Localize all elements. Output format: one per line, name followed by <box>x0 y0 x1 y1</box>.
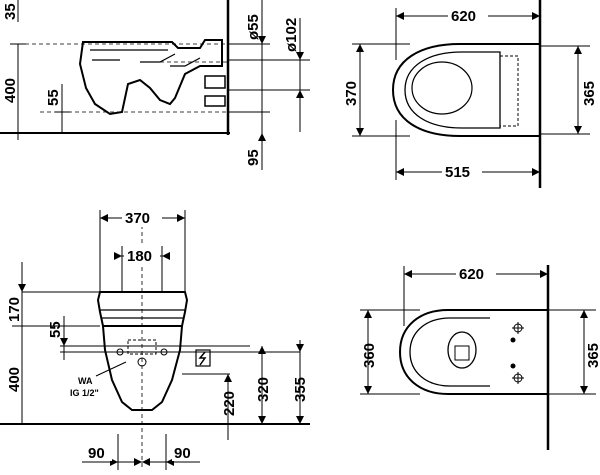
electrical-bolt-icon <box>198 351 207 366</box>
arrow <box>258 416 266 424</box>
arrow <box>364 386 372 394</box>
fix-point <box>510 363 516 369</box>
cistern-connector <box>127 339 157 355</box>
label-bg <box>456 263 496 283</box>
arrow <box>18 284 26 292</box>
label-55-side: 55 <box>45 89 62 106</box>
arrow <box>296 416 304 424</box>
label-400-front: 400 <box>6 367 23 392</box>
label-355: 355 <box>292 377 309 402</box>
inlet-pipe-side <box>204 95 226 107</box>
arrow <box>404 270 412 278</box>
arrow <box>134 458 142 466</box>
label-55-front: 55 <box>47 321 64 338</box>
arrow <box>356 128 364 136</box>
arrow <box>177 214 185 222</box>
label-370-front: 370 <box>125 210 150 227</box>
lid-front <box>96 291 189 327</box>
drain-pipe-side <box>204 75 226 89</box>
label-220: 220 <box>221 391 238 416</box>
label-bg <box>172 443 198 461</box>
side-view: 400 35 55 ø55 ø102 95 <box>0 0 310 170</box>
label-515: 515 <box>445 164 470 181</box>
bowl-front <box>101 325 184 411</box>
front-view: 370 180 170 55 400 WA IG 1/2" 220 <box>0 207 310 470</box>
arrow <box>580 386 588 394</box>
label-ig: IG 1/2" <box>70 388 99 398</box>
arrow <box>60 338 68 346</box>
arrow <box>258 346 266 354</box>
label-180: 180 <box>127 248 152 265</box>
plan-view-bottom: 620 360 365 <box>360 263 600 450</box>
label-400: 400 <box>2 78 19 103</box>
label-360: 360 <box>361 343 378 368</box>
arrow <box>296 52 304 60</box>
label-bg <box>86 443 112 461</box>
fix-point <box>510 337 516 343</box>
plan-view-top: 620 370 365 515 <box>343 0 598 188</box>
arrow <box>100 214 108 222</box>
label-365-bottom: 365 <box>585 343 600 368</box>
toilet-seat-side <box>90 49 201 67</box>
drain-insert <box>454 345 470 361</box>
hinge-area-plan <box>499 55 519 127</box>
arrow <box>142 458 150 466</box>
label-90-left: 90 <box>88 445 105 462</box>
arrow <box>258 133 266 141</box>
label-365-plan: 365 <box>581 81 598 106</box>
arrow <box>356 44 364 52</box>
label-dia102: ø102 <box>283 18 300 52</box>
label-bg <box>448 5 488 25</box>
arrow <box>580 310 588 318</box>
arrow <box>574 46 582 54</box>
label-370-plan: 370 <box>343 81 360 106</box>
arrow <box>364 310 372 318</box>
arrow <box>224 374 232 382</box>
bowl-inner-plan-bottom <box>409 317 490 387</box>
arrow <box>540 270 548 278</box>
label-170: 170 <box>6 297 23 322</box>
bowl-outline-plan-bottom <box>398 309 548 395</box>
label-wa: WA <box>78 376 93 386</box>
arrow <box>574 126 582 134</box>
arrow <box>162 252 170 260</box>
label-bg <box>442 161 482 181</box>
arrow <box>296 344 304 352</box>
label-620-bottom: 620 <box>459 266 484 283</box>
label-90-right: 90 <box>174 445 191 462</box>
label-dia55: ø55 <box>245 14 262 40</box>
arrow <box>396 168 404 176</box>
label-bg <box>124 245 160 265</box>
label-620-top: 620 <box>451 8 476 25</box>
arrow <box>114 252 122 260</box>
water-inlet <box>137 357 147 367</box>
arrow <box>532 12 540 20</box>
label-35: 35 <box>2 3 19 20</box>
bowl-outline-plan <box>391 43 540 137</box>
label-95: 95 <box>245 149 262 166</box>
label-bg <box>122 207 162 227</box>
electrical-box <box>195 349 211 367</box>
arrow <box>296 90 304 98</box>
label-320: 320 <box>255 377 272 402</box>
arrow <box>258 36 266 44</box>
leader-line-wa <box>95 361 127 377</box>
bowl-opening-plan <box>411 61 473 115</box>
arrow <box>532 168 540 176</box>
arrow <box>396 12 404 20</box>
drain-opening-plan-bottom <box>447 331 477 369</box>
seat-outline-plan <box>404 51 501 129</box>
toilet-bowl-side <box>78 39 223 116</box>
